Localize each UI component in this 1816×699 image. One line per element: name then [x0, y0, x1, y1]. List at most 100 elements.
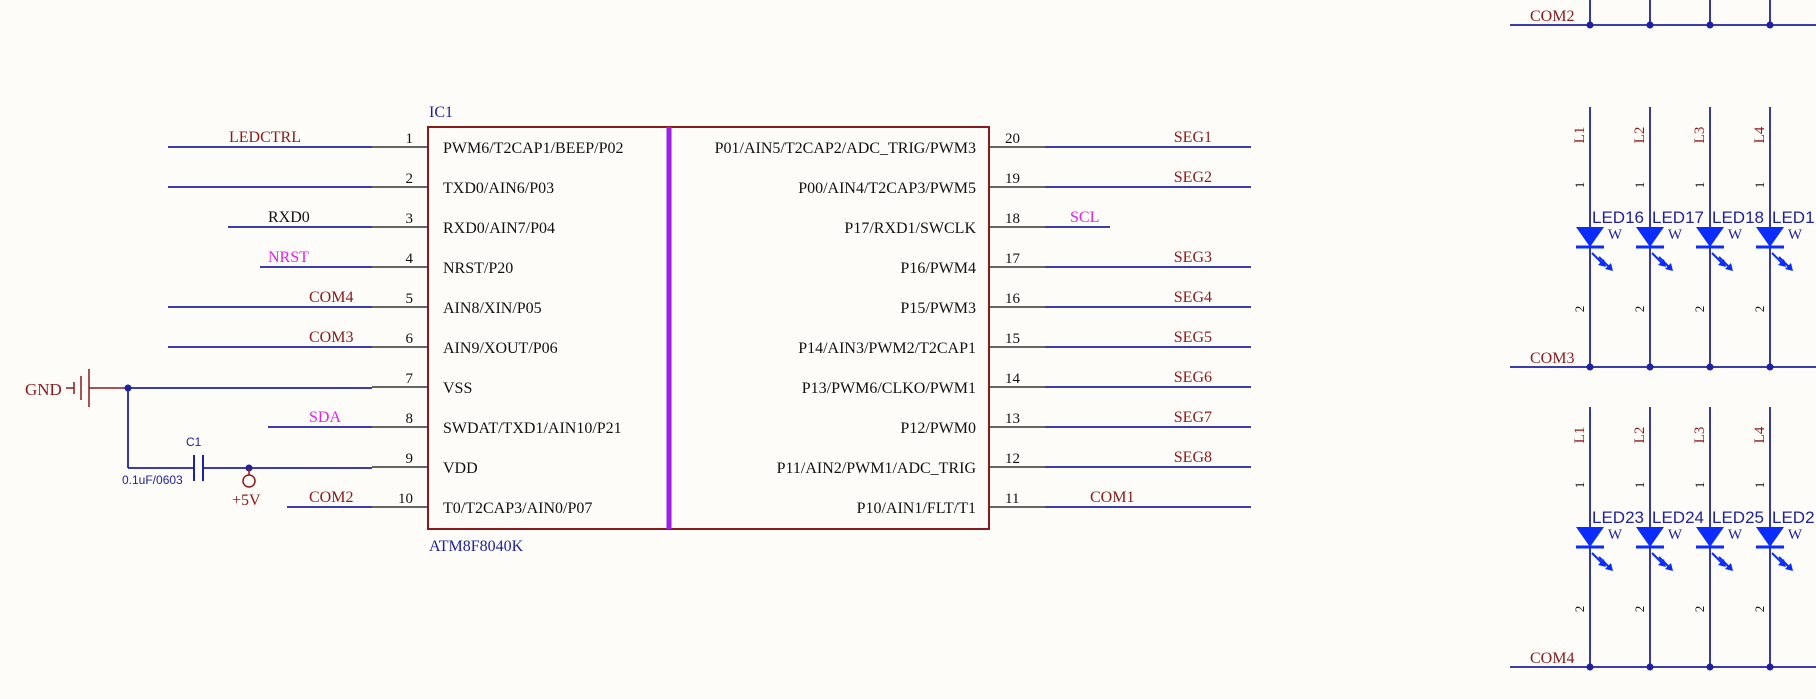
- led-row-1: COM3L112LED16WL212LED17WL312LED18WL412LE…: [1510, 107, 1816, 371]
- led-pin-bottom: 2: [1572, 306, 1587, 313]
- led-ref: LED23: [1592, 508, 1644, 527]
- led-label: L2: [1632, 427, 1648, 444]
- led-label: L3: [1692, 127, 1708, 144]
- led-label: L4: [1752, 126, 1768, 143]
- pin-14-name: P13/PWM6/CLKO/PWM1: [802, 380, 976, 397]
- pin-20-name: P01/AIN5/T2CAP2/ADC_TRIG/PWM3: [715, 140, 976, 157]
- led-com-junction: [1646, 363, 1654, 371]
- led-triangle: [1696, 527, 1724, 547]
- net-label-pin-18: SCL: [1070, 209, 1099, 226]
- led-ref: LED25: [1712, 508, 1764, 527]
- led-color-code: W: [1608, 527, 1623, 543]
- pin-1-number: 1: [406, 131, 414, 147]
- led-pin-top: 1: [1752, 182, 1767, 189]
- net-label-pin-20: SEG1: [1174, 129, 1212, 146]
- pin-12-number: 12: [1005, 451, 1020, 467]
- pin-3-number: 3: [406, 211, 414, 227]
- led-com-junction: [1766, 663, 1774, 671]
- net-label-pin-4: NRST: [268, 249, 309, 266]
- led-pin-top: 1: [1632, 182, 1647, 189]
- led-label: L1: [1572, 427, 1588, 444]
- ic-right-pins: 20P01/AIN5/T2CAP2/ADC_TRIG/PWM3SEG119P00…: [715, 129, 1251, 517]
- led-pin-top: 1: [1692, 482, 1707, 489]
- led-pin-bottom: 2: [1692, 606, 1707, 613]
- led-light-arrowhead: [1665, 563, 1673, 571]
- led-ref: LED17: [1652, 208, 1704, 227]
- led-triangle: [1696, 227, 1724, 247]
- led-light-arrowhead: [1785, 263, 1793, 271]
- col-3-top-dot: [1706, 21, 1714, 29]
- net-label-pin-11: COM1: [1090, 489, 1134, 506]
- vcc-label: +5V: [232, 492, 261, 509]
- pin-18-number: 18: [1005, 211, 1020, 227]
- ic-body[interactable]: [427, 126, 990, 530]
- pin-2-name: TXD0/AIN6/P03: [443, 180, 554, 197]
- led-ref: LED18: [1712, 208, 1764, 227]
- led-pin-bottom: 2: [1632, 606, 1647, 613]
- led-ref: LED2: [1772, 508, 1815, 527]
- led-color-code: W: [1668, 227, 1683, 243]
- pin-4-name: NRST/P20: [443, 260, 513, 277]
- led-com-junction: [1706, 363, 1714, 371]
- pin-19-number: 19: [1005, 171, 1020, 187]
- pin-7-number: 7: [406, 371, 414, 387]
- led-triangle: [1756, 227, 1784, 247]
- pin-17-number: 17: [1005, 251, 1021, 267]
- led-light-arrowhead: [1725, 263, 1733, 271]
- led-light-arrowhead: [1785, 563, 1793, 571]
- led-matrix: COM2 COM3L112LED16WL212LED17WL312LED18WL…: [1510, 0, 1816, 671]
- net-label-pin-19: SEG2: [1174, 169, 1212, 186]
- led-color-code: W: [1788, 527, 1803, 543]
- ic-part-number: ATM8F8040K: [429, 538, 524, 555]
- pin-11-number: 11: [1005, 491, 1019, 507]
- led-com-junction: [1766, 363, 1774, 371]
- pin-5-number: 5: [406, 291, 414, 307]
- ic-symbol[interactable]: IC1 ATM8F8040K: [427, 104, 990, 555]
- pin-2-number: 2: [406, 171, 414, 187]
- net-label-pin-5: COM4: [309, 289, 353, 306]
- com-label-row-2: COM4: [1530, 650, 1574, 667]
- net-label-pin-13: SEG7: [1174, 409, 1212, 426]
- net-label-pin-17: SEG3: [1174, 249, 1212, 266]
- led-pin-bottom: 2: [1752, 306, 1767, 313]
- led-light-arrowhead: [1665, 263, 1673, 271]
- pin-5-name: AIN8/XIN/P05: [443, 300, 542, 317]
- led-pin-bottom: 2: [1752, 606, 1767, 613]
- pin-8-number: 8: [406, 411, 414, 427]
- cap-designator: C1: [186, 435, 202, 449]
- net-label-pin-15: SEG5: [1174, 329, 1212, 346]
- pin-4-number: 4: [406, 251, 414, 267]
- pin-8-name: SWDAT/TXD1/AIN10/P21: [443, 420, 622, 437]
- pin-7-name: VSS: [443, 380, 472, 397]
- led-pin-top: 1: [1692, 182, 1707, 189]
- led-ref: LED1: [1772, 208, 1815, 227]
